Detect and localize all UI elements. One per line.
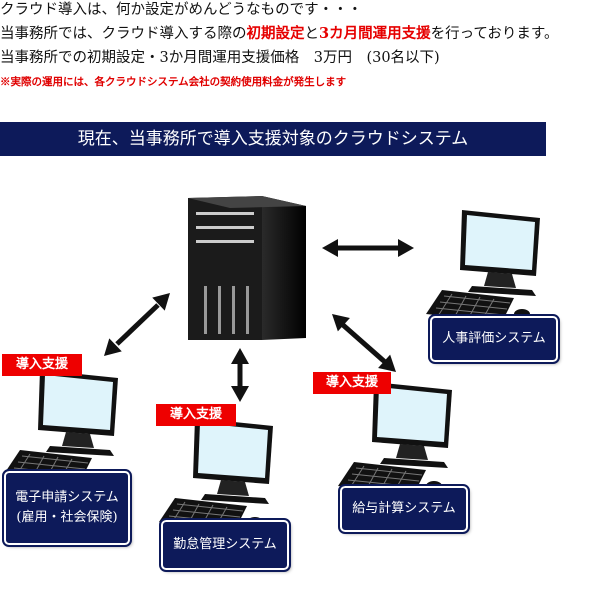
attendance-system-text: 勤怠管理システム [173,537,277,552]
support-tag-attendance: 導入支援 [156,404,236,426]
intro-line-2: 当事務所では、クラウド導入する際の初期設定と3カ月間運用支援を行っております。 [0,24,558,44]
usage-fee-note: ※実際の運用には、各クラウドシステム会社の契約使用料金が発生します [0,76,347,88]
support-tag-payroll: 導入支援 [313,372,391,394]
pc-attendance-icon [158,417,274,531]
label-hr-eval-system: 人事評価システム [428,314,560,364]
pc-payroll-icon [337,381,453,495]
support-tag-e-filing: 導入支援 [2,354,82,376]
label-e-filing-system: 電子申請システム (雇用・社会保険) [2,469,132,547]
intro-line-2-pre: 当事務所では、クラウド導入する際の [0,26,247,42]
intro-line-2-mid: と [304,26,320,42]
highlight-3month-support: 3カ月間運用支援 [319,25,431,42]
pc-hr-eval-icon [425,209,541,323]
label-attendance-system: 勤怠管理システム [159,518,291,572]
intro-line-2-post: を行っております。 [430,26,559,42]
intro-line-3-price: 当事務所での初期設定・3か月間運用支援価格 3万円 (30名以下) [0,50,440,66]
highlight-initial-setup: 初期設定 [246,25,305,42]
label-payroll-system: 給与計算システム [338,484,470,534]
section-banner: 現在、当事務所で導入支援対象のクラウドシステム [0,122,546,156]
server-icon [188,196,306,340]
e-filing-system-subtext: (雇用・社会保険) [16,510,118,525]
arrows [115,245,402,388]
e-filing-system-text: 電子申請システム [15,490,119,505]
payroll-system-text: 給与計算システム [352,501,456,516]
pc-e-filing-icon [3,369,119,483]
hr-eval-system-text: 人事評価システム [442,331,546,346]
intro-line-1: クラウド導入は、何か設定がめんどうなものです・・・ [0,2,363,18]
